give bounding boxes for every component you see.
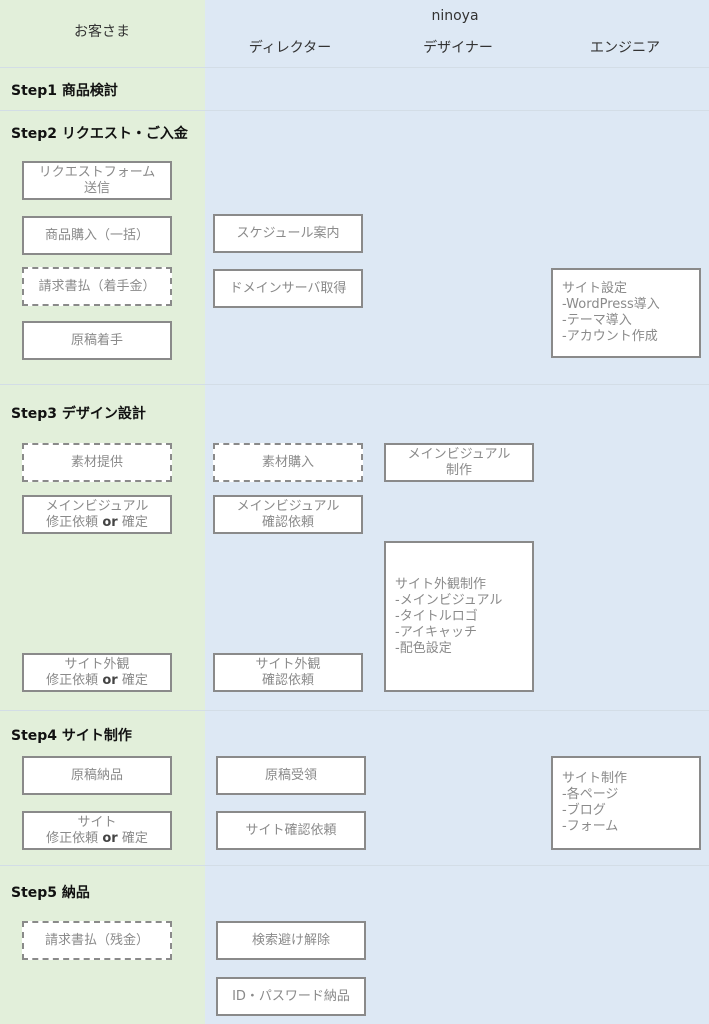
box-look-check: サイト外観確認依頼 [213, 653, 363, 692]
step5-label: Step5 納品 [11, 885, 90, 901]
box-text: 確定 [121, 514, 148, 530]
box-domain: ドメインサーバ取得 [213, 269, 363, 308]
box-text: 請求書払（残金） [44, 932, 149, 948]
box-text: 確定 [121, 672, 148, 688]
box-text: -フォーム [562, 819, 619, 834]
box-site-fix: サイト修正依頼 or 確定 [22, 811, 172, 850]
box-text: サイト外観制作 [395, 576, 487, 592]
box-look-fix: サイト外観修正依頼 or 確定 [22, 653, 172, 692]
box-mv-check: メインビジュアル確認依頼 [213, 495, 363, 534]
box-text: 修正依頼 [46, 672, 99, 688]
box-text: スケジュール案内 [236, 225, 340, 241]
or-text: or [102, 830, 118, 846]
box-text: サイト外観 [64, 656, 130, 672]
header-customer: お客さま [74, 24, 130, 40]
box-manuscript-receive: 原稿受領 [216, 756, 366, 795]
box-site-setup: サイト設定-WordPress導入-テーマ導入-アカウント作成 [551, 268, 701, 358]
box-text: 商品購入（一括） [44, 227, 149, 243]
box-text: -配色設定 [395, 640, 452, 656]
divider [0, 865, 709, 866]
box-material-provide: 素材提供 [22, 443, 172, 482]
or-text: or [102, 672, 118, 688]
box-text: -アカウント作成 [562, 329, 658, 344]
divider [0, 384, 709, 385]
box-text: 請求書払（着手金） [38, 278, 156, 294]
box-text: リクエストフォーム [38, 164, 156, 180]
box-text: メインビジュアル [407, 446, 511, 462]
box-text: サイト [77, 814, 117, 830]
box-text: 確認依頼 [261, 672, 314, 688]
box-text: 修正依頼 [46, 514, 99, 530]
box-text: 素材購入 [261, 454, 314, 470]
box-schedule: スケジュール案内 [213, 214, 363, 253]
box-id-deliver: ID・パスワード納品 [216, 977, 366, 1016]
box-text: -タイトルロゴ [395, 608, 478, 624]
box-text: 原稿受領 [264, 767, 317, 783]
box-text: サイト設定 [562, 281, 628, 296]
box-text: 確定 [121, 830, 148, 846]
box-text: 確認依頼 [261, 514, 314, 530]
box-material-buy: 素材購入 [213, 443, 363, 482]
box-text: 送信 [83, 180, 110, 196]
box-text: -アイキャッチ [395, 624, 478, 640]
step1-label: Step1 商品検討 [11, 83, 118, 99]
divider [0, 110, 709, 111]
box-text: 検索避け解除 [251, 932, 330, 948]
box-text: サイト制作 [562, 771, 628, 786]
header-director: ディレクター [248, 40, 332, 56]
box-mv-fix: メインビジュアル修正依頼 or 確定 [22, 495, 172, 534]
box-manuscript-deliver: 原稿納品 [22, 756, 172, 795]
box-text: -各ページ [562, 787, 619, 802]
box-text: 素材提供 [70, 454, 123, 470]
divider [0, 710, 709, 711]
box-look-make: サイト外観制作-メインビジュアル-タイトルロゴ-アイキャッチ-配色設定 [384, 541, 534, 692]
divider [0, 67, 709, 68]
box-invoice-rest: 請求書払（残金） [22, 921, 172, 960]
box-site-build: サイト制作-各ページ-ブログ-フォーム [551, 756, 701, 850]
box-text: 原稿納品 [70, 767, 123, 783]
box-mv-make: メインビジュアル制作 [384, 443, 534, 482]
header-engineer: エンジニア [590, 40, 660, 56]
header-company: ninoya [431, 8, 479, 24]
box-noindex: 検索避け解除 [216, 921, 366, 960]
header-designer: デザイナー [423, 40, 493, 56]
box-purchase: 商品購入（一括） [22, 216, 172, 255]
box-text: 制作 [445, 462, 472, 478]
step2-label: Step2 リクエスト・ご入金 [11, 126, 188, 142]
box-text: サイト確認依頼 [245, 822, 337, 838]
step4-label: Step4 サイト制作 [11, 728, 132, 744]
box-text: メインビジュアル [236, 498, 340, 514]
box-text: -ブログ [562, 803, 606, 818]
box-text: ドメインサーバ取得 [229, 280, 347, 296]
box-request-form: リクエストフォーム送信 [22, 161, 172, 200]
step3-label: Step3 デザイン設計 [11, 406, 146, 422]
or-text: or [102, 514, 118, 530]
box-site-check: サイト確認依頼 [216, 811, 366, 850]
box-text: -メインビジュアル [395, 592, 503, 608]
box-text: サイト外観 [255, 656, 321, 672]
box-manuscript-start: 原稿着手 [22, 321, 172, 360]
box-text: -WordPress導入 [562, 297, 660, 312]
box-invoice-deposit: 請求書払（着手金） [22, 267, 172, 306]
box-text: 原稿着手 [70, 332, 123, 348]
box-text: -テーマ導入 [562, 313, 632, 328]
box-text: メインビジュアル [45, 498, 149, 514]
box-text: 修正依頼 [46, 830, 99, 846]
box-text: ID・パスワード納品 [232, 988, 350, 1004]
